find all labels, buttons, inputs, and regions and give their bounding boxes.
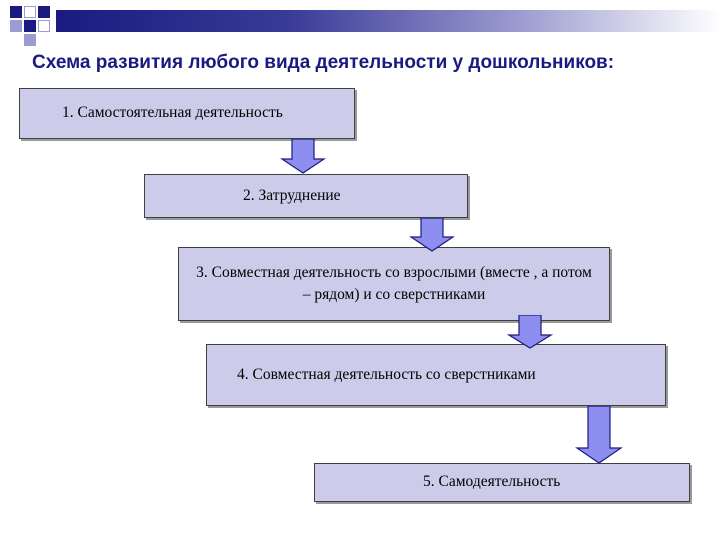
- down-arrow-icon: [575, 406, 623, 464]
- step-label: 2. Затруднение: [243, 186, 341, 204]
- step-label: 1. Самостоятельная деятельность: [62, 104, 283, 122]
- step-box-4: 4. Совместная деятельность со сверстника…: [206, 344, 666, 406]
- down-arrow-icon: [280, 139, 326, 174]
- decor-square: [24, 34, 36, 46]
- decor-square: [38, 20, 50, 32]
- down-arrow-icon: [507, 315, 553, 349]
- step-box-1: 1. Самостоятельная деятельность: [19, 88, 355, 139]
- step-label: 3. Совместная деятельность со взрослыми …: [196, 263, 592, 303]
- step-box-3: 3. Совместная деятельность со взрослыми …: [178, 247, 610, 321]
- down-arrow-icon: [409, 218, 455, 252]
- header-gradient-band: [56, 10, 720, 32]
- decor-square: [10, 20, 22, 32]
- decor-square: [10, 6, 22, 18]
- decor-square: [24, 6, 36, 18]
- step-label: 5. Самодеятельность: [423, 473, 561, 491]
- decor-square: [24, 20, 36, 32]
- slide-title: Схема развития любого вида деятельности …: [32, 52, 615, 73]
- step-box-2: 2. Затруднение: [144, 174, 468, 218]
- decor-square: [38, 6, 50, 18]
- step-box-5: 5. Самодеятельность: [314, 463, 690, 502]
- step-label: 4. Совместная деятельность со сверстника…: [237, 365, 536, 383]
